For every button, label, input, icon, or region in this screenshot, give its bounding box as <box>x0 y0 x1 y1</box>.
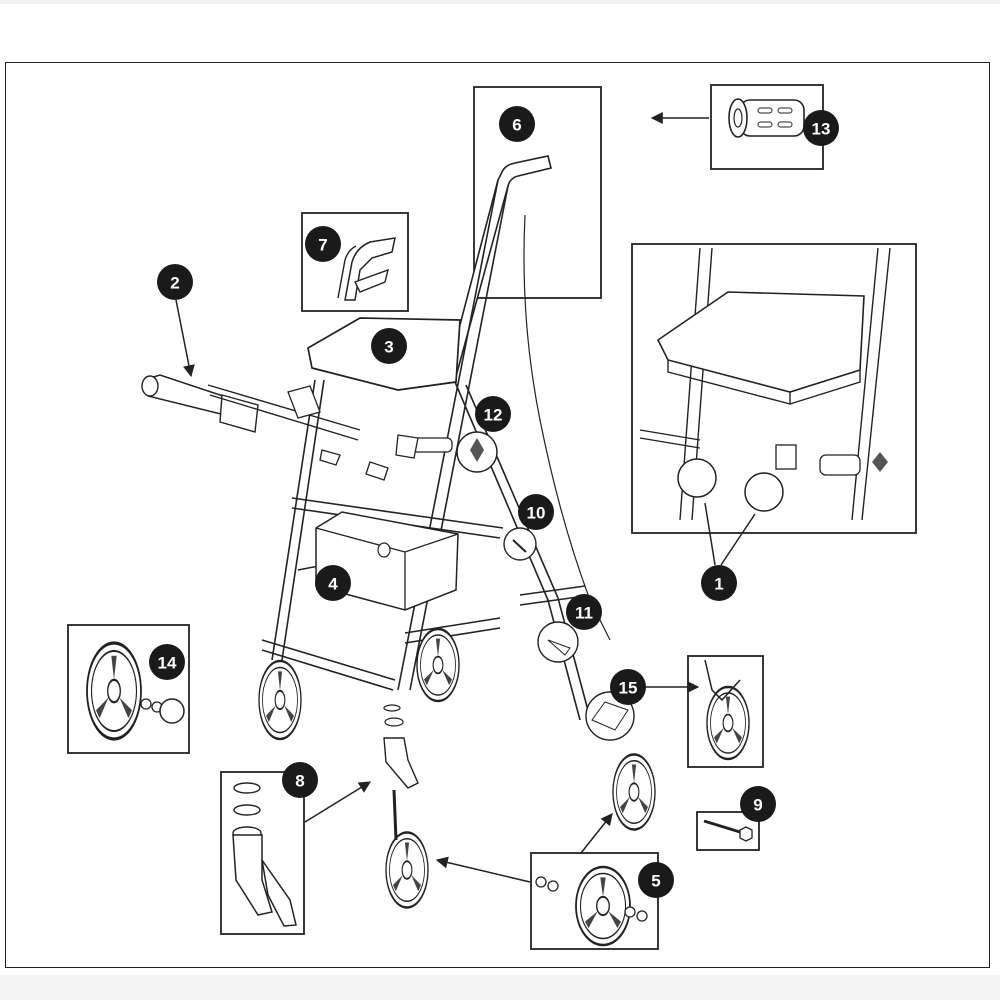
callout-15: 15 <box>610 669 646 705</box>
callout-14-label: 14 <box>158 654 177 673</box>
callout-11-badge <box>566 594 602 630</box>
inset-box-5-front-wheel <box>530 852 659 950</box>
caster-fork-assembly <box>383 704 419 841</box>
seat-bracket-hardware <box>287 385 453 481</box>
callout-1-label: 1 <box>714 575 723 594</box>
callout-13-badge <box>803 110 839 146</box>
callout-7-badge <box>305 226 341 262</box>
callout-9-badge <box>740 786 776 822</box>
callout-1: 1 <box>701 565 737 601</box>
detail-circle-15 <box>585 691 635 741</box>
callout-6-badge <box>499 106 535 142</box>
backrest-bar <box>141 374 361 441</box>
detail-circle-11 <box>537 621 579 663</box>
inset-box-6-handle-assembly <box>473 86 602 299</box>
inset-box-1-seat-detail <box>631 243 917 534</box>
inset-box-9-axle-bolt <box>696 811 760 851</box>
callout-13: 13 <box>803 110 839 146</box>
callout-13-label: 13 <box>812 120 831 139</box>
callout-6: 6 <box>499 106 535 142</box>
callout-6-label: 6 <box>512 116 521 135</box>
inset-box-8-caster-fork <box>220 771 305 935</box>
storage-basket <box>315 511 459 611</box>
detail-circle-12 <box>456 431 498 473</box>
diagram-frame <box>5 62 990 968</box>
callout-11-label: 11 <box>575 604 593 623</box>
inset-box-13-hand-grip <box>710 84 824 170</box>
walker-wheels <box>257 627 657 909</box>
hand-grip-illustration <box>728 98 805 138</box>
callout-3-label: 3 <box>384 338 393 357</box>
callout-10-badge <box>518 494 554 530</box>
callout-9: 9 <box>740 786 776 822</box>
callout-7: 7 <box>305 226 341 262</box>
hand-brake-cable <box>523 214 611 641</box>
callout-2: 2 <box>157 264 193 300</box>
callout-10: 10 <box>518 494 554 530</box>
callout-15-badge <box>610 669 646 705</box>
callout-2-label: 2 <box>170 274 179 293</box>
leader-lines <box>175 112 756 883</box>
callout-12: 12 <box>475 396 511 432</box>
callout-14: 14 <box>149 644 185 680</box>
callout-5-label: 5 <box>651 872 660 891</box>
callout-9-label: 9 <box>753 796 762 815</box>
callout-4: 4 <box>315 565 351 601</box>
inset-box-14-rear-wheel <box>67 624 190 754</box>
callout-5: 5 <box>638 862 674 898</box>
bottom-edge-strip <box>0 975 1000 1000</box>
callout-5-badge <box>638 862 674 898</box>
inset-box-7-brake-lever <box>301 212 409 312</box>
callout-1-badge <box>701 565 737 601</box>
detail-circle-10 <box>503 527 537 561</box>
callout-11: 11 <box>566 594 602 630</box>
top-edge-strip <box>0 0 1000 4</box>
callout-12-badge <box>475 396 511 432</box>
callout-12-label: 12 <box>484 406 503 425</box>
callout-2-badge <box>157 264 193 300</box>
callout-4-label: 4 <box>328 575 338 594</box>
callout-8-label: 8 <box>295 772 304 791</box>
callout-14-badge <box>149 644 185 680</box>
callout-8: 8 <box>282 762 318 798</box>
callout-8-badge <box>282 762 318 798</box>
inset-box-15-caster-detail <box>687 655 764 768</box>
callout-3: 3 <box>371 328 407 364</box>
callout-15-label: 15 <box>619 679 638 698</box>
callout-10-label: 10 <box>527 504 546 523</box>
callout-4-badge <box>315 565 351 601</box>
callout-3-badge <box>371 328 407 364</box>
callout-7-label: 7 <box>318 236 327 255</box>
